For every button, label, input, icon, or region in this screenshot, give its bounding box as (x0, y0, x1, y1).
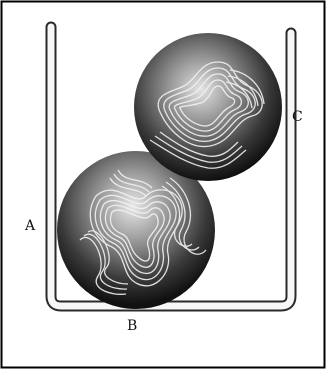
protein-sphere-upper (134, 33, 282, 181)
label-c: C (292, 110, 303, 124)
label-b: B (127, 319, 137, 333)
label-a: A (25, 219, 35, 233)
